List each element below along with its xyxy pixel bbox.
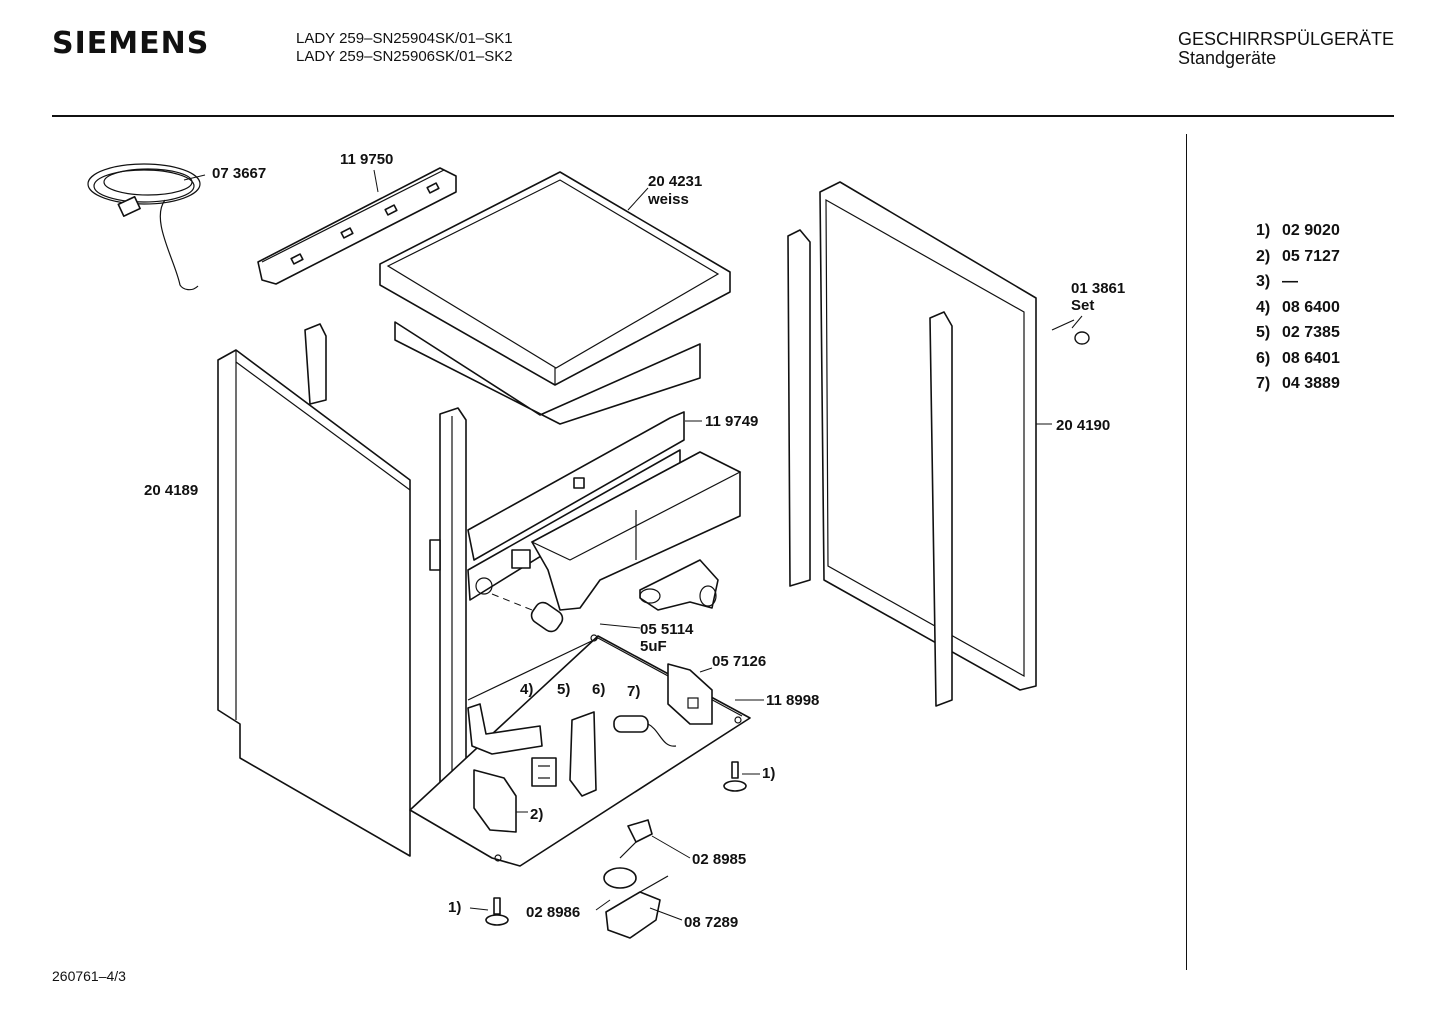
legend-row: 1) 02 9020 [1256,222,1340,248]
component-2-part [473,769,517,833]
power-cord-part [87,163,201,291]
callout-ref-6: 6) [592,681,605,698]
callout-ref-5: 5) [557,681,570,698]
parts-legend: 1) 02 9020 2) 05 7127 3) — 4) 08 6400 5)… [1256,222,1340,401]
legend-value: 04 3889 [1282,375,1340,392]
legend-value: 02 7385 [1282,324,1340,341]
component-6-part [569,711,597,797]
callout-worktop: 20 4231 [648,173,702,190]
callout-float-switch: 02 8985 [692,851,746,868]
legend-key: 7) [1256,375,1271,392]
float-switch-part [619,819,653,859]
callout-screw-set: 01 3861 [1071,280,1125,297]
legend-row: 7) 04 3889 [1256,375,1340,401]
connector-pipe-part [639,559,719,611]
top-rail-part [257,167,457,285]
legend-row: 2) 05 7127 [1256,248,1340,274]
right-side-panel-part [787,181,1037,707]
legend-key: 5) [1256,324,1271,341]
callout-capacitor-value: 5uF [640,638,667,655]
float-housing-part [605,875,669,939]
component-5-part [531,757,557,787]
callout-worktop-color: weiss [647,191,689,208]
callout-ref-1-left: 1) [448,899,461,916]
callout-float: 02 8986 [526,904,580,921]
category-heading: GESCHIRRSPÜLGERÄTE Standgeräte [1178,30,1394,68]
model-line-1: LADY 259–SN25904SK/01–SK1 [296,30,513,47]
legend-divider [1186,134,1187,970]
legend-value: 02 9020 [1282,222,1340,239]
insulation-duct-part [530,451,742,611]
legend-row: 4) 08 6400 [1256,299,1340,325]
legend-key: 6) [1256,349,1271,367]
bracket-part [667,663,713,725]
legend-value: — [1282,273,1298,290]
callout-capacitor: 05 5114 [640,621,694,638]
model-line-2: LADY 259–SN25906SK/01–SK2 [296,48,513,65]
callout-power-cord: 07 3667 [212,165,266,182]
legend-row: 3) — [1256,273,1340,299]
front-frame-part [304,323,467,809]
callout-left-side-panel: 20 4189 [144,482,198,499]
legend-value: 05 7127 [1282,247,1340,265]
category-title: GESCHIRRSPÜLGERÄTE [1178,29,1395,49]
component-4-part [467,703,543,755]
worktop-part [379,171,731,425]
category-subtitle: Standgeräte [1178,48,1277,68]
capacitor-part [491,593,564,633]
legend-row: 6) 08 6401 [1256,350,1340,376]
model-list: LADY 259–SN25904SK/01–SK1 LADY 259–SN259… [296,30,513,66]
callout-base-plate: 11 8998 [766,692,819,709]
callout-top-rail: 11 9750 [340,151,393,168]
callout-ref-1-right: 1) [762,765,775,782]
screw-set-part [1051,319,1090,345]
brand-logo: SIEMENS [52,26,210,61]
legend-value: 08 6401 [1282,349,1340,367]
left-side-panel-part [217,349,411,857]
float-part [603,867,637,889]
legend-key: 2) [1256,247,1271,265]
legend-value: 08 6400 [1282,298,1340,316]
leader-lines [183,169,1083,921]
callout-float-housing: 08 7289 [684,914,738,931]
callout-right-side-panel: 20 4190 [1056,417,1110,434]
component-7-part [613,715,677,747]
callout-rear-frame: 11 9749 [705,413,758,430]
callout-ref-7: 7) [627,683,640,700]
legend-row: 5) 02 7385 [1256,324,1340,350]
callout-ref-4: 4) [520,681,533,698]
callout-ref-2: 2) [530,806,543,823]
callout-screw-set-note: Set [1071,297,1094,314]
foot-left-part [485,897,509,926]
foot-right-part [723,761,747,792]
legend-key: 1) [1256,222,1271,239]
legend-key: 4) [1256,298,1271,316]
legend-key: 3) [1256,273,1271,290]
header-divider [52,115,1394,117]
callout-bracket: 05 7126 [712,653,766,670]
document-number: 260761–4/3 [52,968,126,984]
